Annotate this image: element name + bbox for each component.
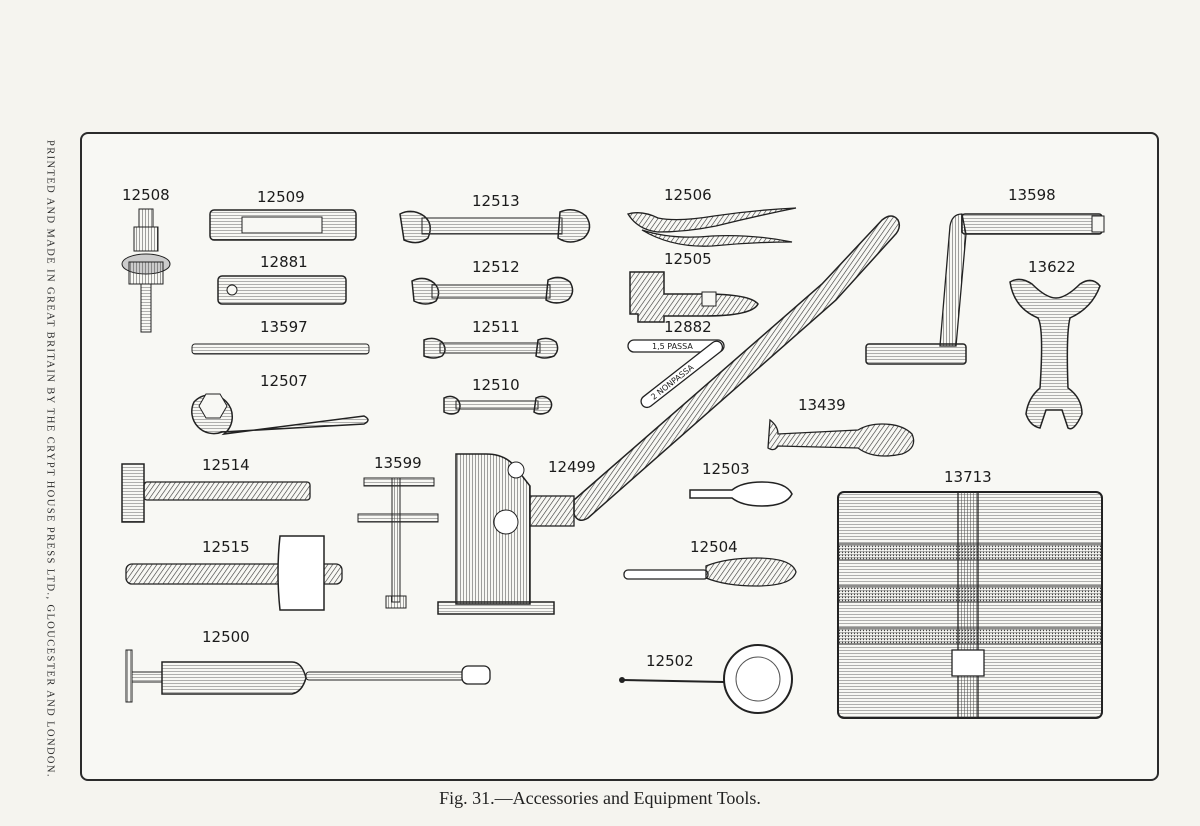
label-12507: 12507 [260, 372, 308, 390]
tool-12506: 12506 [626, 186, 797, 247]
tool-13599: 13599 [357, 454, 439, 609]
tool-13713: 13713 [837, 468, 1103, 719]
label-12502: 12502 [646, 652, 694, 670]
tool-12508: 12508 [121, 186, 171, 333]
tool-12513: 12513 [399, 192, 591, 244]
label-13598: 13598 [1008, 186, 1056, 204]
tool-12502: 12502 [619, 644, 793, 714]
label-12882: 12882 [664, 318, 712, 336]
tool-13597: 13597 [191, 318, 370, 355]
label-12513: 12513 [472, 192, 520, 210]
tool-12514: 12514 [121, 456, 311, 523]
label-12509: 12509 [257, 188, 305, 206]
label-12508: 12508 [122, 186, 170, 204]
tool-13439: 13439 [767, 396, 915, 457]
label-12504: 12504 [690, 538, 738, 556]
tool-13598: 13598 [865, 186, 1105, 365]
tool-12509: 12509 [209, 188, 357, 241]
label-12512: 12512 [472, 258, 520, 276]
tool-12510: 12510 [443, 376, 553, 415]
tool-12881: 12881 [217, 253, 347, 305]
label-12881: 12881 [260, 253, 308, 271]
tool-12505: 12505 [629, 250, 759, 323]
tool-12507: 12507 [191, 372, 369, 436]
tool-12503: 12503 [689, 460, 793, 507]
tool-12499: 12499 [437, 453, 596, 615]
label-13713: 13713 [944, 468, 992, 486]
tool-12515: 12515 [125, 535, 343, 611]
tools-illustration: 12508 12509 12881 13597 [121, 186, 1105, 719]
label-13439: 13439 [798, 396, 846, 414]
label-12506: 12506 [664, 186, 712, 204]
label-13622: 13622 [1028, 258, 1076, 276]
label-12511: 12511 [472, 318, 520, 336]
label-13599: 13599 [374, 454, 422, 472]
gauge-pass-mark: 1,5 PASSA [652, 342, 693, 351]
tool-13622: 13622 [1009, 258, 1101, 430]
label-12499: 12499 [548, 458, 596, 476]
tool-12504: 12504 [623, 538, 797, 587]
label-12515: 12515 [202, 538, 250, 556]
tool-12499-handle [573, 215, 901, 521]
label-12510: 12510 [472, 376, 520, 394]
gauge-no-pass-mark: 2 NONPASSA [649, 363, 696, 402]
label-12505: 12505 [664, 250, 712, 268]
tool-12512: 12512 [411, 258, 574, 305]
label-12514: 12514 [202, 456, 250, 474]
tool-12500: 12500 [125, 628, 491, 703]
tools-illustration-plate: 12508 12509 12881 13597 [80, 132, 1159, 781]
label-12503: 12503 [702, 460, 750, 478]
label-13597: 13597 [260, 318, 308, 336]
figure-caption: Fig. 31.—Accessories and Equipment Tools… [439, 788, 761, 808]
tool-12511: 12511 [423, 318, 559, 359]
side-imprint: Printed and made in Great Britain by the… [44, 140, 56, 778]
label-12500: 12500 [202, 628, 250, 646]
